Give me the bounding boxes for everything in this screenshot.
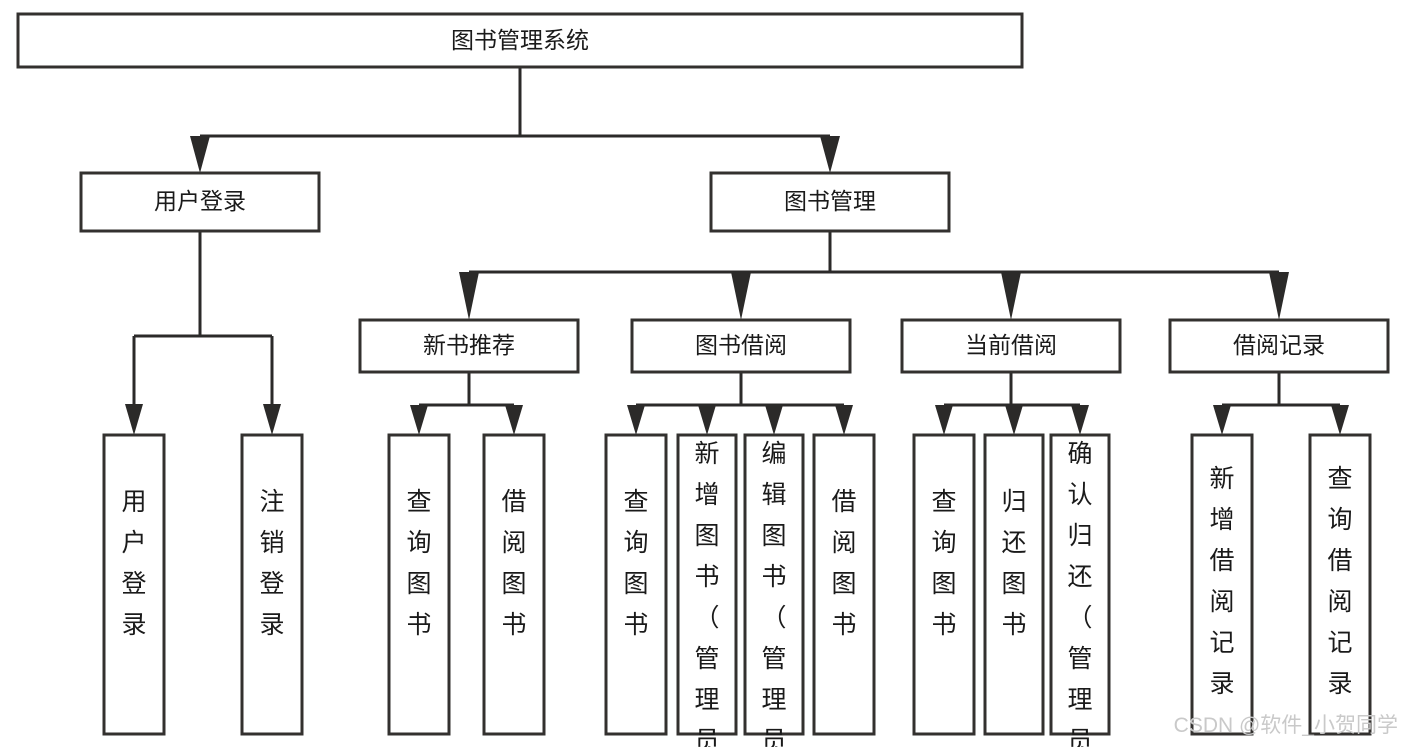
arrow-head-book-borrow — [731, 272, 751, 320]
node-leaf-borrow-book-2-box[interactable] — [812, 433, 876, 736]
node-leaf-add-record[interactable]: 新增借阅记录 — [1190, 433, 1254, 736]
arrow-head-borrow-record — [1269, 272, 1289, 320]
node-leaf-borrow-book-1-box[interactable] — [482, 433, 546, 736]
node-new-book-recommend[interactable]: 新书推荐 — [358, 318, 580, 374]
node-borrow-record[interactable]: 借阅记录 — [1168, 318, 1390, 374]
node-leaf-query-book-3-label: 查询图书 — [931, 488, 956, 639]
nodes-layer: 图书管理系统 用户登录 图书管理 新书推荐 图书借阅 当前 — [16, 12, 1390, 747]
arrow-head-leaf-query-record — [1331, 405, 1349, 435]
arrow-head-leaf-query-book-2 — [627, 405, 645, 435]
node-leaf-query-record-label: 查询借阅记录 — [1327, 465, 1352, 698]
node-book-borrow-label: 图书借阅 — [695, 332, 787, 358]
arrow-head-new-book-recommend — [459, 272, 479, 320]
node-leaf-user-login-box[interactable] — [102, 433, 166, 736]
node-book-manage-label: 图书管理 — [784, 188, 876, 214]
node-borrow-record-box[interactable] — [1168, 318, 1390, 374]
node-current-borrow[interactable]: 当前借阅 — [900, 318, 1122, 374]
node-user-login-label: 用户登录 — [154, 188, 246, 214]
node-leaf-logout[interactable]: 注销登录 — [240, 433, 304, 736]
node-leaf-add-book-box[interactable] — [676, 433, 738, 736]
node-leaf-borrow-book-2-label: 借阅图书 — [831, 488, 856, 639]
arrow-head-leaf-add-record — [1213, 405, 1231, 435]
node-leaf-edit-book-label: 编辑图书（管理员） — [761, 440, 786, 747]
node-leaf-return-book-box[interactable] — [983, 433, 1045, 736]
node-leaf-query-book-2-label: 查询图书 — [623, 488, 648, 639]
node-leaf-user-login[interactable]: 用户登录 — [102, 433, 166, 736]
arrow-head-leaf-user-login — [125, 404, 143, 435]
node-leaf-edit-book-box[interactable] — [743, 433, 805, 736]
arrow-head-user-login — [190, 136, 210, 173]
node-book-manage[interactable]: 图书管理 — [709, 171, 951, 233]
node-leaf-query-book-3[interactable]: 查询图书 — [912, 433, 976, 736]
arrow-head-leaf-add-book — [698, 405, 716, 435]
arrow-head-leaf-logout — [263, 404, 281, 435]
arrow-head-book-manage — [820, 136, 840, 173]
node-book-borrow[interactable]: 图书借阅 — [630, 318, 852, 374]
node-leaf-borrow-book-2[interactable]: 借阅图书 — [812, 433, 876, 736]
node-new-book-recommend-label: 新书推荐 — [423, 332, 515, 358]
node-book-manage-box[interactable] — [709, 171, 951, 233]
arrow-head-leaf-return-book — [1005, 405, 1023, 435]
node-leaf-add-record-box[interactable] — [1190, 433, 1254, 736]
node-leaf-borrow-book-1[interactable]: 借阅图书 — [482, 433, 546, 736]
node-book-borrow-box[interactable] — [630, 318, 852, 374]
node-leaf-add-record-label: 新增借阅记录 — [1209, 465, 1234, 698]
node-leaf-query-book-1[interactable]: 查询图书 — [387, 433, 451, 736]
node-root-label: 图书管理系统 — [451, 27, 589, 53]
node-leaf-user-login-label: 用户登录 — [121, 488, 146, 639]
node-current-borrow-box[interactable] — [900, 318, 1122, 374]
node-leaf-query-book-2-box[interactable] — [604, 433, 668, 736]
node-leaf-add-book-label: 新增图书（管理员） — [694, 440, 719, 747]
connectors-layer — [125, 67, 1349, 435]
node-leaf-return-book[interactable]: 归还图书 — [983, 433, 1045, 736]
node-leaf-logout-box[interactable] — [240, 433, 304, 736]
node-leaf-query-record[interactable]: 查询借阅记录 — [1308, 433, 1372, 736]
node-leaf-query-book-1-box[interactable] — [387, 433, 451, 736]
arrow-head-leaf-confirm-return — [1071, 405, 1089, 435]
node-new-book-recommend-box[interactable] — [358, 318, 580, 374]
node-leaf-logout-label: 注销登录 — [259, 488, 284, 639]
arrow-head-leaf-edit-book — [765, 405, 783, 435]
node-current-borrow-label: 当前借阅 — [965, 332, 1057, 358]
arrow-head-leaf-borrow-book-2 — [835, 405, 853, 435]
node-leaf-edit-book[interactable]: 编辑图书（管理员） — [743, 433, 805, 747]
arrow-head-leaf-query-book-3 — [935, 405, 953, 435]
arrow-head-leaf-query-book-1 — [410, 405, 428, 435]
node-leaf-query-book-1-label: 查询图书 — [406, 488, 431, 639]
node-leaf-confirm-return[interactable]: 确认归还（管理员） — [1049, 433, 1111, 747]
node-user-login[interactable]: 用户登录 — [79, 171, 321, 233]
node-root[interactable]: 图书管理系统 — [16, 12, 1024, 69]
watermark-label: CSDN @软件_小贺同学 — [1174, 714, 1398, 737]
arrow-head-leaf-borrow-book-1 — [505, 405, 523, 435]
node-leaf-query-record-box[interactable] — [1308, 433, 1372, 736]
node-leaf-query-book-2[interactable]: 查询图书 — [604, 433, 668, 736]
node-leaf-confirm-return-label: 确认归还（管理员） — [1067, 440, 1092, 747]
arrow-head-current-borrow — [1001, 272, 1021, 320]
node-leaf-add-book[interactable]: 新增图书（管理员） — [676, 433, 738, 747]
node-leaf-borrow-book-1-label: 借阅图书 — [501, 488, 526, 639]
node-leaf-query-book-3-box[interactable] — [912, 433, 976, 736]
node-root-box[interactable] — [16, 12, 1024, 69]
node-leaf-return-book-label: 归还图书 — [1001, 488, 1026, 639]
node-user-login-box[interactable] — [79, 171, 321, 233]
node-leaf-confirm-return-box[interactable] — [1049, 433, 1111, 736]
node-borrow-record-label: 借阅记录 — [1233, 332, 1325, 358]
